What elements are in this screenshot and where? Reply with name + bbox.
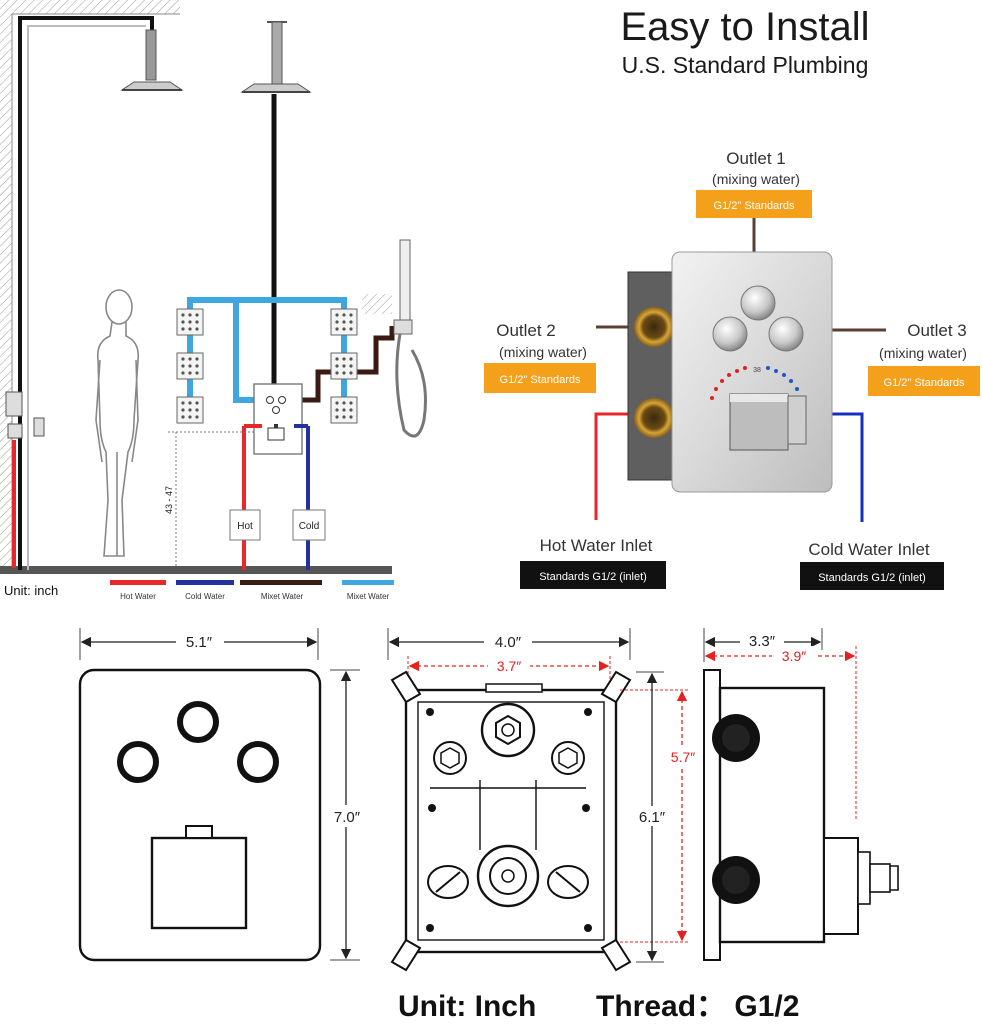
box-inner-width-label: 3.7″ — [497, 658, 521, 674]
front-knob-top — [177, 701, 219, 743]
outlet3-knob[interactable] — [768, 316, 804, 352]
outlet1-subtitle: (mixing water) — [712, 171, 800, 187]
hot-inlet-tag-text: Standards G1/2 (inlet) — [539, 571, 647, 583]
wall-hatch — [0, 0, 12, 570]
box-height-label: 6.1″ — [639, 809, 666, 826]
rain-head-center — [240, 83, 312, 93]
thermostatic-handle[interactable] — [729, 393, 789, 451]
outlet3-tag — [868, 366, 980, 396]
outlet3-tag-text: G1/2" Standards — [884, 377, 965, 389]
outlet2-title: Outlet 2 — [496, 321, 556, 340]
legend-label-mixed-blue: Mixet Water — [347, 592, 390, 601]
page-title: Easy to Install — [620, 5, 869, 49]
rough-in-box-drawing: 4.0″ 3.7″ — [387, 628, 702, 972]
page-subtitle: U.S. Standard Plumbing — [622, 52, 869, 78]
hot-inlet-line — [594, 412, 640, 520]
installation-diagram: Hot Cold 43 - 47 Unit: inch Hot Water Co… — [0, 0, 427, 601]
body-jet — [330, 396, 358, 424]
outlet2-subtitle: (mixing water) — [499, 344, 587, 360]
side-view-drawing: 3.3″ 3.9″ — [703, 628, 899, 961]
hot-inlet-port — [634, 398, 674, 438]
outlet1-tag — [696, 190, 812, 218]
cold-inlet-title: Cold Water Inlet — [808, 540, 930, 559]
side-total-depth-label: 3.9″ — [782, 648, 806, 664]
outlet2-tag-text: G1/2" Standards — [500, 374, 581, 386]
valve-product-diagram: 38 Outlet 1 (mixing water) G1/2" Standar… — [484, 149, 980, 590]
side-depth-label: 3.3″ — [749, 633, 776, 650]
mixed-pipe-left — [18, 16, 154, 570]
rain-head-left — [120, 81, 184, 91]
front-width-label: 5.1″ — [186, 634, 213, 651]
hot-inlet-tag — [520, 561, 666, 589]
front-plate-drawing: 5.1″ 7.0″ — [78, 628, 368, 962]
front-handle-outline — [150, 836, 248, 930]
cold-inlet-tag — [800, 562, 944, 590]
ceiling-hatch — [12, 0, 180, 14]
body-jet — [176, 396, 204, 424]
legend-label-cold: Cold Water — [185, 592, 225, 601]
outlet3-title: Outlet 3 — [907, 321, 967, 340]
side-cartridge — [823, 837, 859, 935]
human-figure — [95, 289, 140, 557]
footer-unit: Unit: Inch — [398, 990, 536, 1023]
left-valve — [5, 391, 23, 417]
cold-inlet-tag-text: Standards G1/2 (inlet) — [818, 572, 926, 584]
legend-label-mixed-brown: Mixet Water — [261, 592, 304, 601]
body-jets — [176, 308, 358, 424]
outlet2-knob[interactable] — [712, 316, 748, 352]
box-inner-height-label: 5.7″ — [671, 749, 695, 765]
hot-label: Hot — [237, 521, 253, 532]
hand-shower-bar — [399, 239, 411, 321]
front-knob-left — [117, 741, 159, 783]
height-label: 43 - 47 — [164, 486, 174, 514]
front-height-label: 7.0″ — [334, 809, 361, 826]
footer-thread: Thread： G1/2 — [596, 990, 799, 1023]
temp-mark: 38 — [753, 367, 761, 374]
hot-inlet-title: Hot Water Inlet — [540, 536, 653, 555]
legend-swatch-mixed-brown — [240, 580, 322, 585]
legend-swatch-mixed-blue — [342, 580, 394, 585]
hot-label-box — [229, 509, 261, 541]
cold-inlet-line — [820, 412, 864, 522]
legend-swatch-hot — [110, 580, 166, 585]
side-plate — [703, 669, 721, 961]
temperature-scale: 38 — [710, 366, 803, 400]
floor — [0, 566, 392, 574]
outlet1-knob[interactable] — [740, 285, 776, 321]
mixed-water-brown-pipe — [302, 326, 395, 403]
cold-label: Cold — [299, 521, 320, 532]
outlet2-port — [634, 307, 674, 347]
outlet1-title: Outlet 1 — [726, 149, 786, 168]
front-knob-right — [237, 741, 279, 783]
hand-shower-hose — [395, 333, 427, 438]
cold-label-box — [292, 509, 326, 541]
outlet2-tag — [484, 363, 596, 393]
valve-box — [253, 383, 303, 455]
legend-label-hot: Hot Water — [120, 592, 156, 601]
pipe-legend: Hot Water Cold Water Mixet Water Mixet W… — [110, 580, 394, 601]
box-width-label: 4.0″ — [495, 634, 522, 651]
outlet1-tag-text: G1/2" Standards — [714, 200, 795, 212]
ceiling-arm — [271, 21, 283, 85]
unit-inch-label: Unit: inch — [4, 583, 58, 598]
legend-swatch-cold — [176, 580, 234, 585]
outlet3-subtitle: (mixing water) — [879, 345, 967, 361]
